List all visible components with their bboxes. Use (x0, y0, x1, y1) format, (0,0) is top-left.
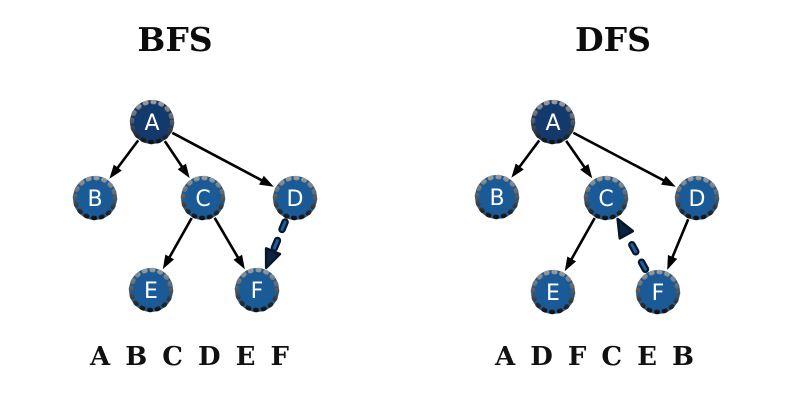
edge-A-B (511, 139, 541, 178)
edge-D-F-dashed (264, 218, 289, 270)
node-E: E (530, 269, 576, 315)
node-label-B: B (87, 187, 102, 212)
node-label-A: A (545, 111, 560, 136)
node-label-D: D (287, 187, 304, 212)
edge-C-F (213, 217, 245, 270)
edge-A-C (163, 140, 190, 179)
edge-F-C-dashed (616, 217, 650, 273)
edge-C-E (564, 217, 596, 272)
dfs-panel: DFS A B C D E F A D F C E B (400, 0, 800, 400)
edge-A-B (109, 139, 140, 179)
dfs-tree-canvas: A B C D E F (474, 99, 720, 315)
node-label-B: B (489, 186, 504, 211)
edge-D-F (667, 218, 690, 270)
node-label-C: C (195, 187, 210, 212)
dfs-traversal-order: A D F C E B (495, 342, 697, 372)
node-label-F: F (652, 281, 665, 306)
bfs-panel: BFS A B C D E F A B C D E F (72, 20, 318, 372)
node-A: A (530, 99, 576, 145)
edge-A-C (565, 140, 593, 179)
node-B: B (474, 174, 520, 220)
bfs-tree-canvas: A B C D E F (72, 99, 318, 313)
node-label-D: D (689, 187, 706, 212)
node-label-C: C (598, 187, 613, 212)
node-label-F: F (251, 279, 264, 304)
bfs-title: BFS (137, 20, 213, 59)
dfs-title: DFS (575, 20, 651, 59)
node-F: F (635, 269, 681, 315)
node-E: E (128, 267, 174, 313)
edge-C-E (162, 217, 193, 270)
edge-A-D (171, 131, 274, 187)
node-C: C (583, 175, 629, 221)
node-F: F (234, 267, 280, 313)
edge-A-D (572, 131, 676, 187)
node-B: B (72, 175, 118, 221)
node-label-E: E (144, 279, 158, 304)
node-label-E: E (546, 281, 560, 306)
node-D: D (272, 175, 318, 221)
bfs-traversal-order: A B C D E F (90, 342, 292, 372)
node-label-A: A (144, 111, 159, 136)
node-A: A (129, 99, 175, 145)
node-D: D (674, 175, 720, 221)
node-C: C (180, 175, 226, 221)
